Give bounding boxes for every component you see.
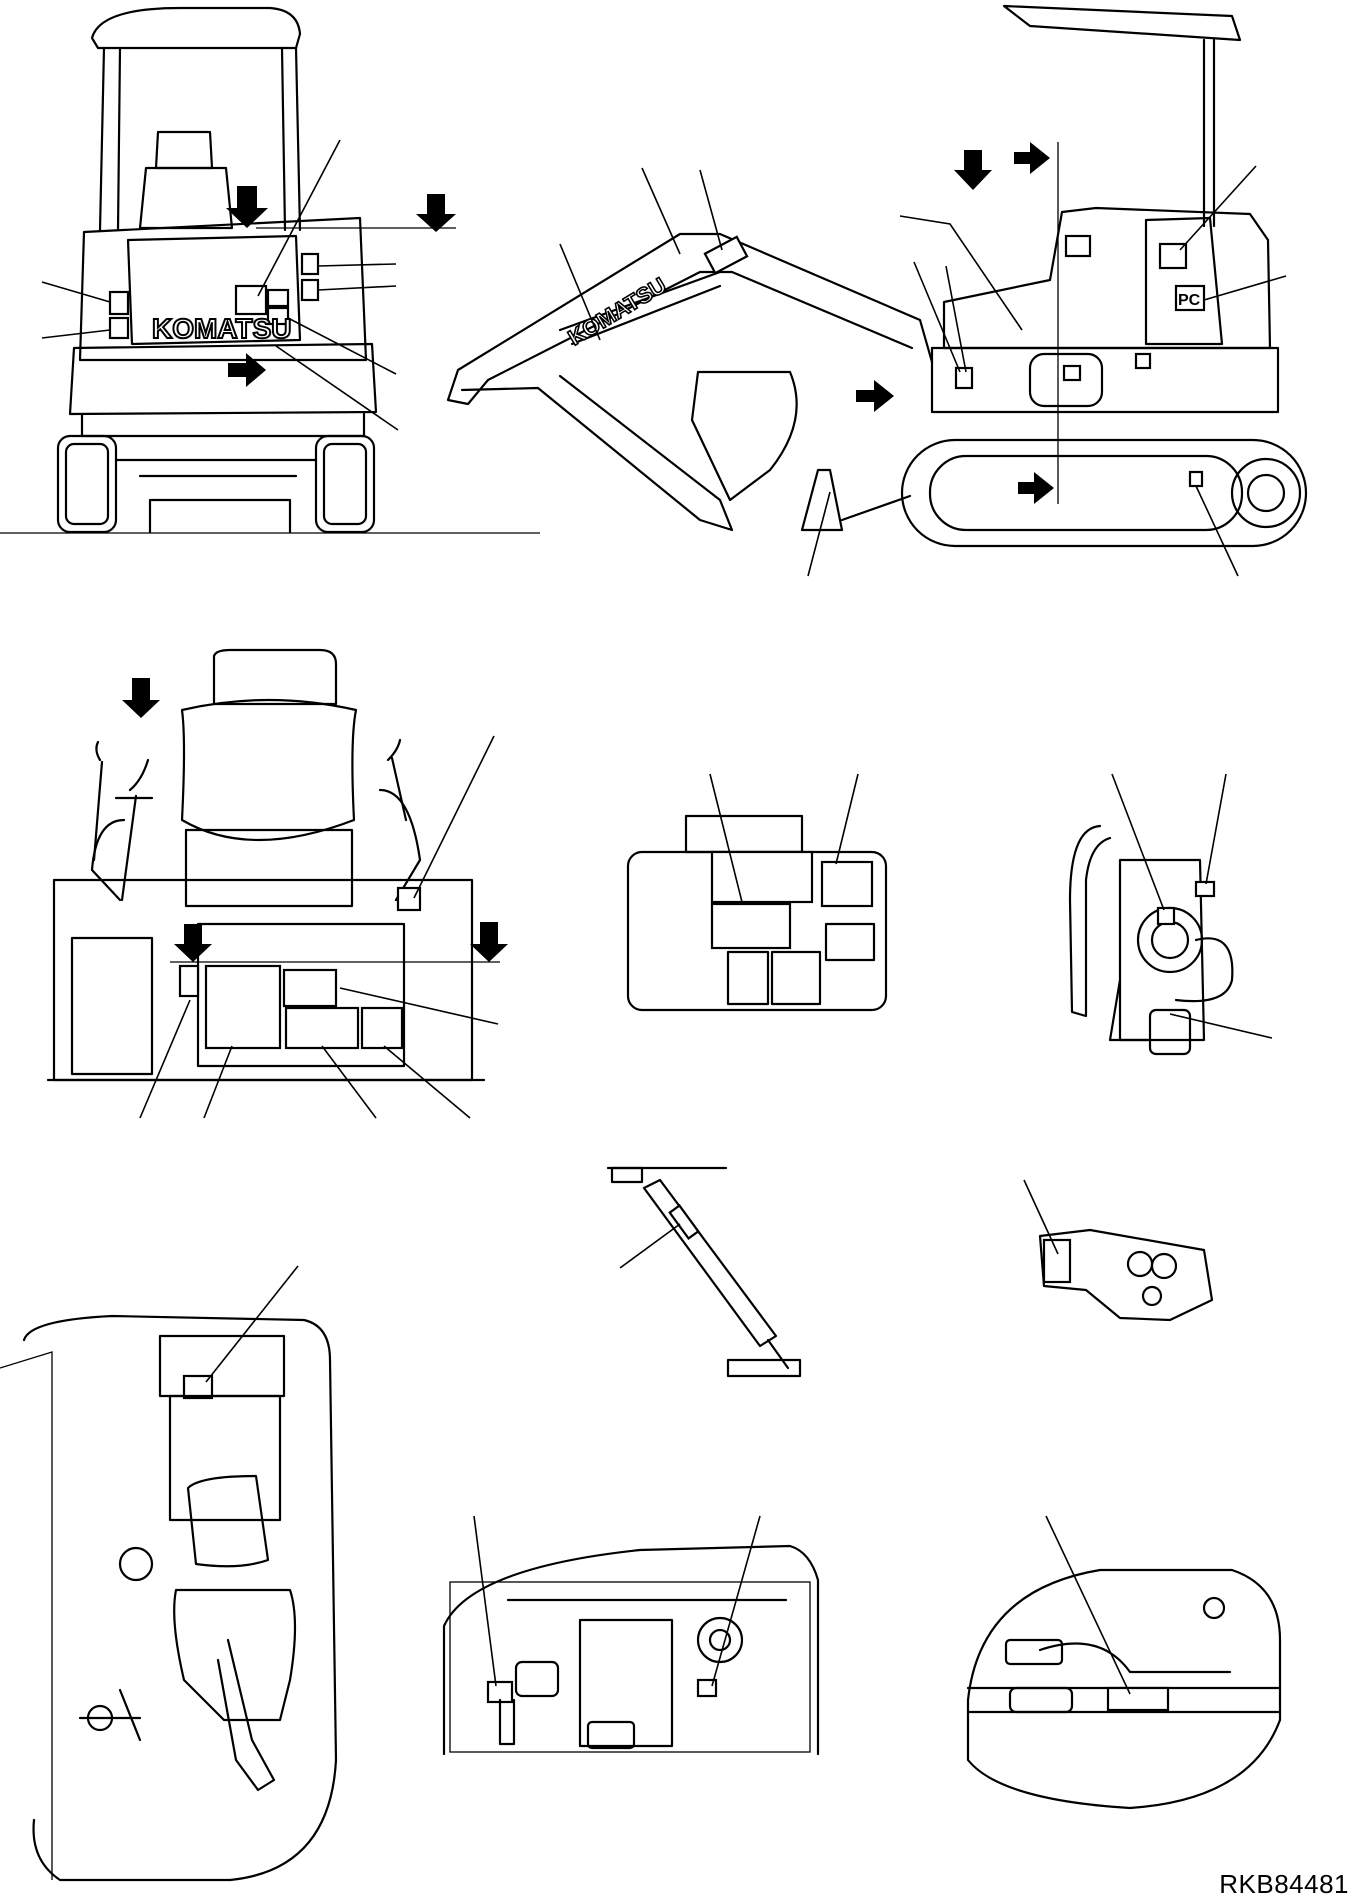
view-arrow-down <box>122 678 160 718</box>
rear-view: KOMATSU <box>0 6 540 534</box>
view-arrow-right <box>856 380 894 412</box>
view-arrow-down <box>174 924 212 962</box>
view-arrow-right <box>228 353 266 387</box>
operator-seat-view <box>46 648 508 1119</box>
engine-detail-view <box>1068 773 1273 1056</box>
side-view: PC KOMATSU <box>446 4 1308 577</box>
lever-detail-view <box>0 1265 338 1882</box>
view-arrow-down <box>954 150 992 190</box>
view-arrow-down <box>226 186 268 228</box>
floor-plate-view <box>442 1515 820 1756</box>
view-arrow-down <box>416 194 456 232</box>
console-detail-view <box>626 773 888 1012</box>
view-arrow-down <box>470 922 508 962</box>
model-badge: PC <box>1178 292 1201 309</box>
drawing-reference-code: RKB84481 <box>1219 1869 1349 1899</box>
view-arrow-right <box>1014 142 1050 174</box>
gas-spring-view <box>606 1166 802 1378</box>
valve-detail-view <box>1023 1179 1214 1322</box>
side-compartment-view <box>966 1515 1282 1810</box>
brand-logo: KOMATSU <box>152 313 291 344</box>
view-arrow-right <box>1018 472 1054 504</box>
